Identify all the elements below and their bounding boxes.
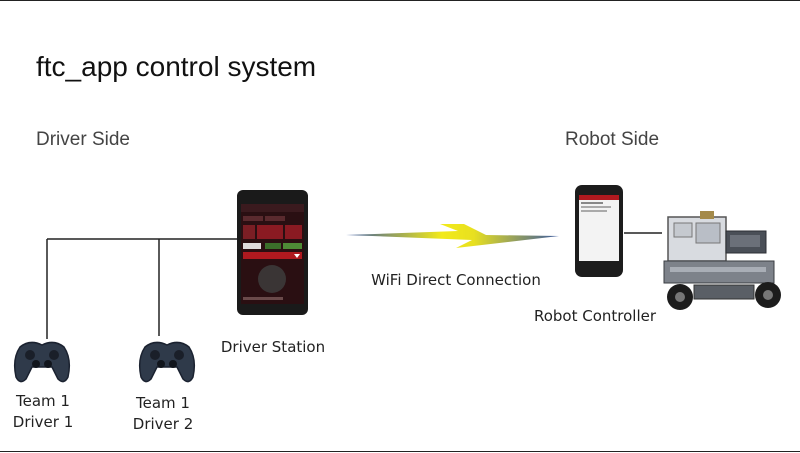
- gamepad-icon: [138, 341, 196, 383]
- robot-controller-screen: [579, 195, 619, 261]
- robot-controller-phone: [575, 185, 623, 277]
- driver-station-ui: [241, 204, 304, 300]
- robot-controller-ui: [579, 195, 619, 212]
- slide-title: ftc_app control system: [36, 51, 317, 82]
- gamepad-icon: [13, 341, 71, 383]
- team1-driver2-line2: Driver 2: [132, 415, 194, 433]
- robot-side-label: Robot Side: [565, 129, 660, 150]
- wifi-direct-label: WiFi Direct Connection: [371, 271, 541, 289]
- team1-driver1-label: Team 1 Driver 1: [8, 391, 78, 433]
- team1-driver2-line1: Team 1: [136, 394, 190, 412]
- driver-side-label: Driver Side: [36, 129, 130, 150]
- driver-station-phone: [237, 190, 308, 315]
- team1-driver2-label: Team 1 Driver 2: [128, 393, 198, 435]
- team1-driver1-line1: Team 1: [16, 392, 70, 410]
- driver-station-screen: [241, 204, 304, 304]
- robot-controller-label: Robot Controller: [533, 307, 657, 325]
- lightning-bolt-icon: [346, 224, 559, 248]
- robot-image: [663, 211, 781, 310]
- driver-station-label: Driver Station: [220, 338, 326, 356]
- team1-driver1-line2: Driver 1: [12, 413, 74, 431]
